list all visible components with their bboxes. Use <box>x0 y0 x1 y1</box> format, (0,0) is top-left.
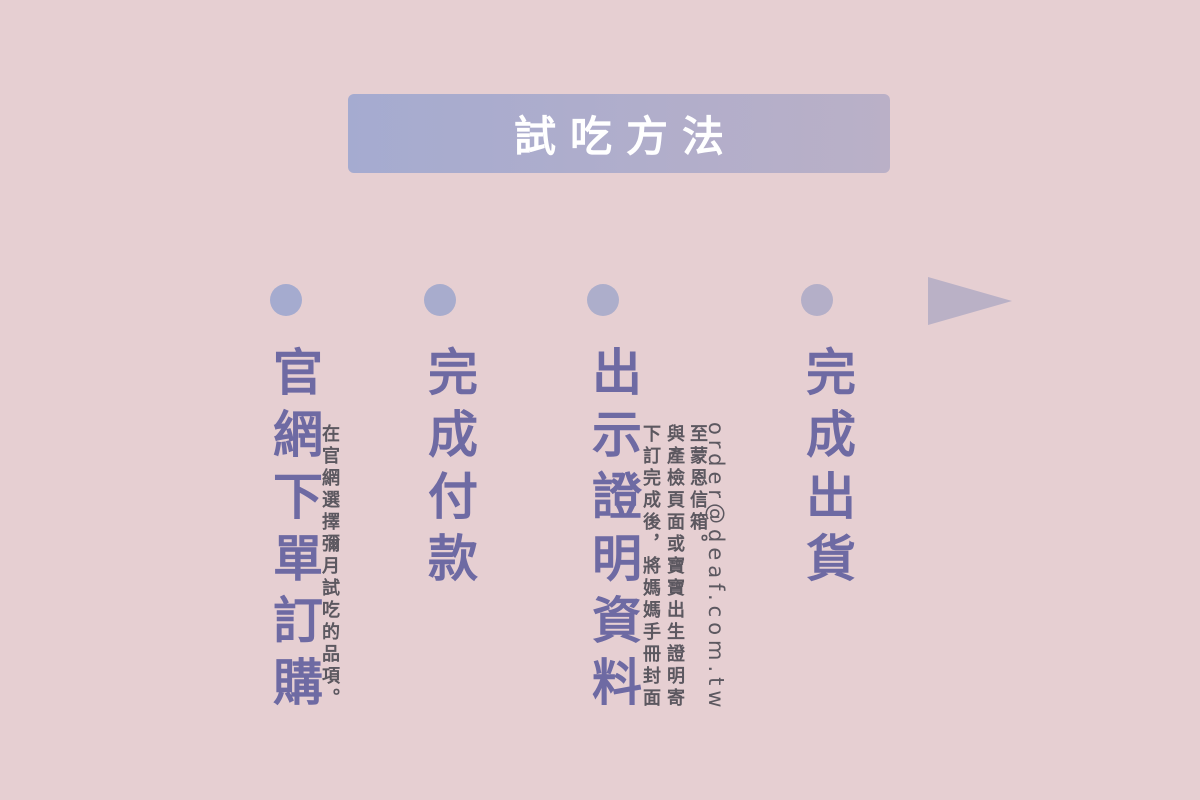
step-2-label: 完成付款 <box>420 346 478 594</box>
step-dot <box>424 284 456 316</box>
step-3-note-line-1: 下訂完成後，將媽媽手冊封面 <box>640 424 661 710</box>
email-address: order@deaf.com.tw <box>704 422 728 713</box>
step-3-note-line-3: 至蒙恩信箱。 <box>687 424 708 556</box>
step-1-label: 官網下單訂購 <box>265 346 323 718</box>
step-1-note: 在官網選擇彌月試吃的品項。 <box>319 424 340 710</box>
step-dot <box>587 284 619 316</box>
step-dot <box>270 284 302 316</box>
step-3-label: 出示證明資料 <box>584 346 642 718</box>
arrow-head-icon <box>928 277 1012 325</box>
step-4-label: 完成出貨 <box>798 346 856 594</box>
page-title: 試吃方法 <box>513 112 738 161</box>
title-banner: 試吃方法 <box>348 94 890 173</box>
step-dot <box>801 284 833 316</box>
step-3-note-line-2: 與產檢頁面或寶寶出生證明寄 <box>664 424 685 710</box>
